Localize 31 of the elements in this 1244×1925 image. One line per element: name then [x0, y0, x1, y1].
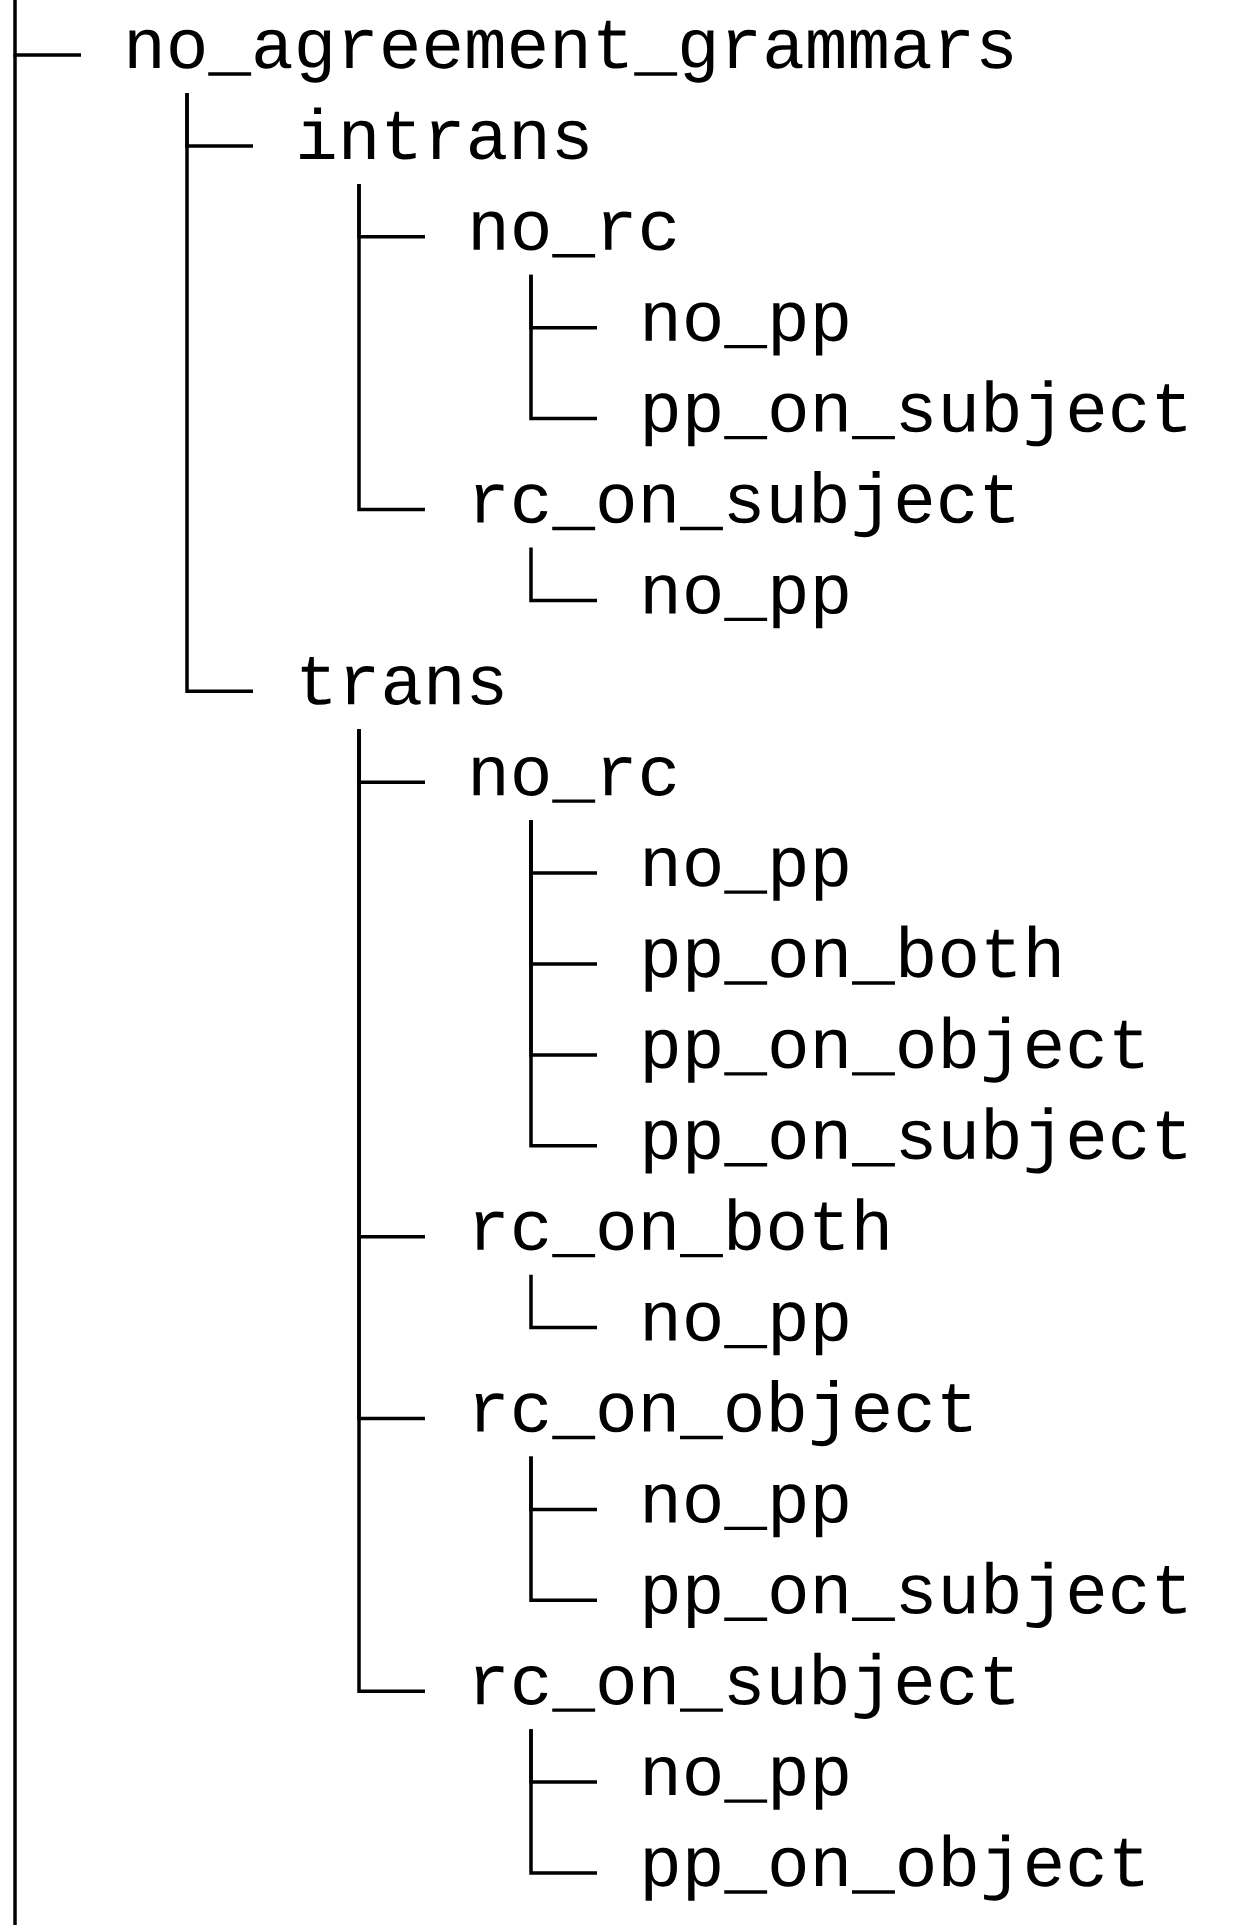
- tree-item: pp_on_object: [645, 1834, 1144, 1901]
- tree-item: no_pp: [645, 1756, 848, 1810]
- tree-item: pp_on_object: [645, 1016, 1144, 1083]
- tree-connector: [529, 820, 597, 1148]
- tree-item: pp_on_subject: [645, 380, 1186, 447]
- tree-connector: [529, 1729, 597, 1875]
- tree-item: pp_on_subject: [645, 1107, 1186, 1174]
- tree-connector: [13, 0, 81, 57]
- tree-item: no_rc: [473, 757, 676, 803]
- tree-item: no_pp: [645, 1484, 848, 1538]
- tree-item: no_pp: [645, 575, 848, 629]
- tree-item: pp_on_both: [645, 925, 1059, 992]
- tree-connector: [529, 274, 597, 421]
- tree-item: no_agreement_grammars: [129, 20, 1012, 83]
- tree-item: no_rc: [473, 211, 676, 258]
- tree-item: rc_on_both: [475, 1198, 887, 1258]
- tree-item: rc_on_object: [475, 1380, 972, 1447]
- tree-item: trans: [301, 657, 503, 705]
- tree-connector: [529, 1274, 597, 1330]
- tree-item: pp_on_subject: [645, 1561, 1186, 1629]
- tree-connector: [529, 547, 597, 603]
- tree-connector: [185, 93, 253, 694]
- tree-item: rc_on_subject: [475, 471, 1014, 538]
- tree-connector: [357, 729, 425, 1693]
- tree-item: intrans: [300, 107, 588, 160]
- tree-item: rc_on_subject: [475, 1652, 1014, 1719]
- tree-item: no_pp: [645, 302, 848, 356]
- tree-connector: [357, 183, 425, 512]
- tree-item: no_pp: [645, 847, 848, 901]
- tree-connector: [529, 1456, 597, 1603]
- tree-item: no_pp: [645, 1302, 848, 1356]
